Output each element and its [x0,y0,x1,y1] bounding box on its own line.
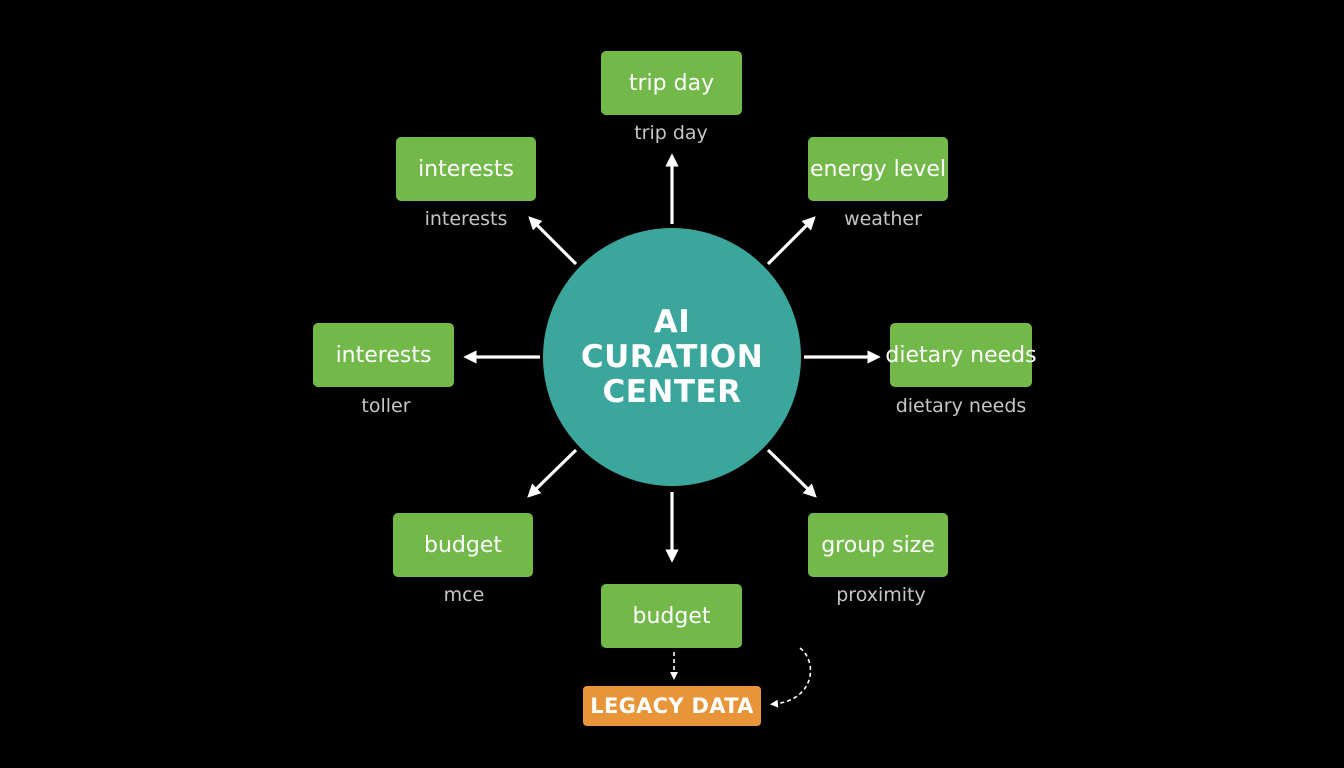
node-label: dietary needs [885,342,1037,368]
node-interests-top: interests [396,137,536,201]
node-caption: trip day [634,122,708,144]
arrow-to-bottom-left [527,448,578,498]
node-caption: weather [844,208,922,230]
node-caption: mce [443,584,485,606]
node-caption: proximity [836,584,926,606]
node-caption: interests [424,208,508,230]
node-label: group size [821,532,935,558]
node-trip-day: trip day [601,51,742,115]
node-label: trip day [628,70,715,96]
node-energy-level: energy level [808,137,948,201]
node-label: interests [335,342,432,368]
hub-title: AI CURATION CENTER [580,303,764,410]
arrow-to-bottom-right [766,448,817,498]
ai-curation-center-hub: AI CURATION CENTER [543,228,801,486]
node-dietary-needs: dietary needs [885,323,1037,387]
node-caption: dietary needs [895,395,1027,417]
arrow-to-top-left [528,216,578,266]
legacy-data-box: LEGACY DATA [583,686,761,726]
node-budget-bottom: budget [601,584,742,648]
node-caption: toller [361,395,411,417]
arrow-to-top-right [766,216,816,266]
node-label: budget [632,603,711,629]
node-interests-left: interests [313,323,454,387]
legacy-label: LEGACY DATA [590,694,754,718]
node-label: budget [424,532,502,558]
dashed-arrow-loop-to-legacy [770,647,812,708]
node-group-size: group size [808,513,948,577]
node-label: interests [418,156,514,182]
node-budget-left: budget [393,513,533,577]
node-label: energy level [810,156,946,182]
